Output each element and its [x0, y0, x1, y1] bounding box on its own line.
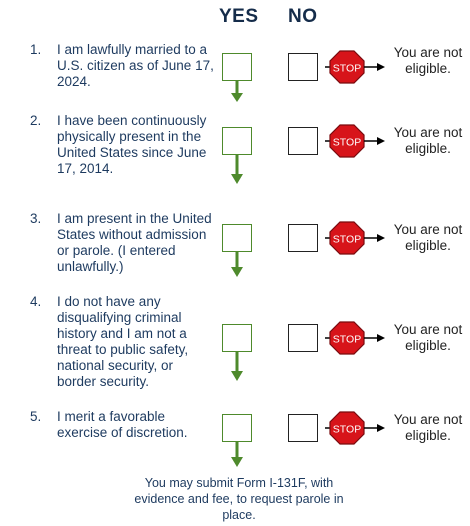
no-checkbox[interactable]	[288, 414, 318, 442]
stop-sign-icon: STOP	[325, 124, 385, 158]
stop-sign-icon: STOP	[325, 411, 385, 445]
no-column-header: NO	[288, 6, 318, 27]
yes-column-header: YES	[219, 6, 259, 27]
yes-checkbox[interactable]	[222, 127, 252, 155]
question-number: 4.	[30, 294, 42, 309]
down-arrow-icon	[231, 155, 243, 184]
yes-checkbox[interactable]	[222, 414, 252, 442]
question-text: I am lawfully married to a U.S. citizen …	[57, 42, 214, 89]
stop-label: STOP	[333, 137, 361, 149]
final-outcome-text: You may submit Form I-131F, with evidenc…	[134, 476, 344, 522]
question-text: I am present in the United States withou…	[57, 211, 212, 274]
no-checkbox[interactable]	[288, 324, 318, 352]
question-number: 3.	[30, 211, 42, 226]
yes-checkbox[interactable]	[222, 224, 252, 252]
down-arrow-icon	[231, 352, 243, 381]
down-arrow-icon	[231, 81, 243, 102]
yes-checkbox[interactable]	[222, 53, 252, 81]
no-checkbox[interactable]	[288, 127, 318, 155]
question-text: I merit a favorable exercise of discreti…	[57, 409, 188, 440]
stop-label: STOP	[333, 234, 361, 246]
not-eligible-text: You are not eligible.	[393, 222, 463, 253]
no-checkbox[interactable]	[288, 224, 318, 252]
question-text: I have been continuously physically pres…	[57, 113, 207, 176]
stop-sign-icon: STOP	[325, 221, 385, 255]
stop-sign-icon: STOP	[325, 50, 385, 84]
stop-label: STOP	[333, 334, 361, 346]
not-eligible-text: You are not eligible.	[393, 125, 463, 156]
stop-label: STOP	[333, 424, 361, 436]
stop-sign-icon: STOP	[325, 321, 385, 355]
question-number: 1.	[30, 42, 42, 57]
not-eligible-text: You are not eligible.	[393, 45, 463, 76]
down-arrow-icon	[231, 252, 243, 277]
question-number: 5.	[30, 409, 42, 424]
down-arrow-icon	[231, 442, 243, 467]
question-text: I do not have any disqualifying criminal…	[57, 294, 189, 389]
no-checkbox[interactable]	[288, 53, 318, 81]
stop-label: STOP	[333, 63, 361, 75]
not-eligible-text: You are not eligible.	[393, 412, 463, 443]
question-number: 2.	[30, 113, 42, 128]
yes-checkbox[interactable]	[222, 324, 252, 352]
not-eligible-text: You are not eligible.	[393, 322, 463, 353]
